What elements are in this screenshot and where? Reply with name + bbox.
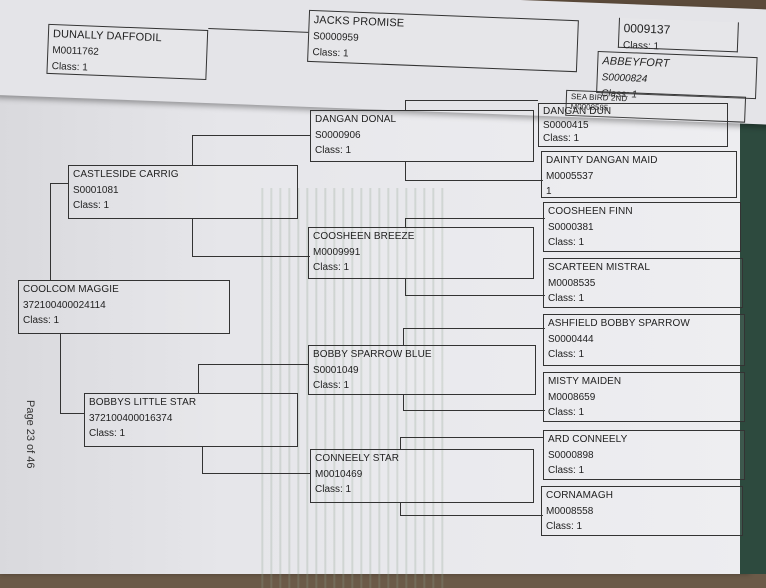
gen3-box-6: MISTY MAIDEN M0008659 Class: 1 [543,372,745,422]
horse-class: 1 [546,186,552,197]
horse-id: M0009991 [313,246,361,258]
horse-class: Class: 1 [73,200,110,211]
horse-id: M0008535 [548,277,596,289]
horse-name: BOBBY SPARROW BLUE [313,349,432,360]
sire-sire-box: DANGAN DONAL S0000906 Class: 1 [310,110,534,162]
horse-id: S0000898 [548,449,594,461]
gen3-box-8: CORNAMAGH M0008558 Class: 1 [541,486,743,536]
horse-id: S0000906 [315,129,361,141]
gen3-box-2: DAINTY DANGAN MAID M0005537 1 [541,151,737,198]
pedigree-page [0,80,750,588]
top-corner-box: 0009137 Class: 1 [617,17,739,53]
horse-class: Class: 1 [543,133,580,144]
dam-box: BOBBYS LITTLE STAR 372100400016374 Class… [84,393,298,447]
gen3-box-3: COOSHEEN FINN S0000381 Class: 1 [543,202,741,252]
page-number: Page 23 of 46 [24,400,36,469]
horse-name: COOLCOM MAGGIE [23,284,119,295]
horse-class: Class: 1 [548,465,585,476]
horse-name: MISTY MAIDEN [548,376,622,387]
horse-class: Class: 1 [315,484,352,495]
sire-dam-box: COOSHEEN BREEZE M0009991 Class: 1 [308,227,534,279]
horse-name: DANGAN DUN [543,106,612,117]
horse-class: Class: 1 [546,521,583,532]
dam-sire-box: BOBBY SPARROW BLUE S0001049 Class: 1 [308,345,536,395]
gen3-box-5: ASHFIELD BOBBY SPARROW S0000444 Class: 1 [543,314,745,366]
horse-id: M0010469 [315,468,363,480]
horse-id: S0000415 [543,119,589,131]
horse-class: Class: 1 [313,262,350,273]
horse-id: S0000381 [548,221,594,233]
horse-name: COOSHEEN BREEZE [313,231,415,242]
horse-name: DAINTY DANGAN MAID [546,155,658,166]
horse-name: DANGAN DONAL [315,114,397,125]
horse-id: S0000444 [548,333,594,345]
horse-name: ARD CONNEELY [548,434,628,445]
horse-name: CONNEELY STAR [315,453,400,464]
gen3-box-1: DANGAN DUN S0000415 Class: 1 [538,103,728,147]
horse-class: Class: 1 [23,315,60,326]
horse-id: S0001049 [313,364,359,376]
subject-box: COOLCOM MAGGIE 372100400024114 Class: 1 [18,280,230,334]
horse-id: 372100400016374 [89,412,173,424]
horse-name: CASTLESIDE CARRIG [73,169,179,180]
horse-name: ASHFIELD BOBBY SPARROW [548,318,690,329]
horse-id: 372100400024114 [23,299,106,311]
horse-name: CORNAMAGH [546,490,614,501]
top-box-2: JACKS PROMISE S0000959 Class: 1 [307,9,579,73]
horse-class: Class: 1 [548,293,585,304]
horse-id: M0008558 [546,505,594,517]
horse-class: Class: 1 [315,145,352,156]
horse-class: Class: 1 [313,380,350,391]
horse-name: BOBBYS LITTLE STAR [89,397,197,408]
gen3-box-4: SCARTEEN MISTRAL M0008535 Class: 1 [543,258,743,308]
horse-class: Class: 1 [548,237,585,248]
horse-class: Class: 1 [548,407,585,418]
sire-box: CASTLESIDE CARRIG S0001081 Class: 1 [68,165,298,219]
horse-id: S0001081 [73,184,119,196]
top-box-1: DUNALLY DAFFODIL M0011762 Class: 1 [46,23,209,80]
gen3-box-7: ARD CONNEELY S0000898 Class: 1 [543,430,745,480]
horse-id: M0005537 [546,170,594,182]
horse-name: SCARTEEN MISTRAL [548,262,650,273]
horse-class: Class: 1 [89,428,126,439]
horse-class: Class: 1 [548,349,585,360]
horse-id: M0008659 [548,391,596,403]
dam-dam-box: CONNEELY STAR M0010469 Class: 1 [310,449,534,503]
horse-name: COOSHEEN FINN [548,206,633,217]
